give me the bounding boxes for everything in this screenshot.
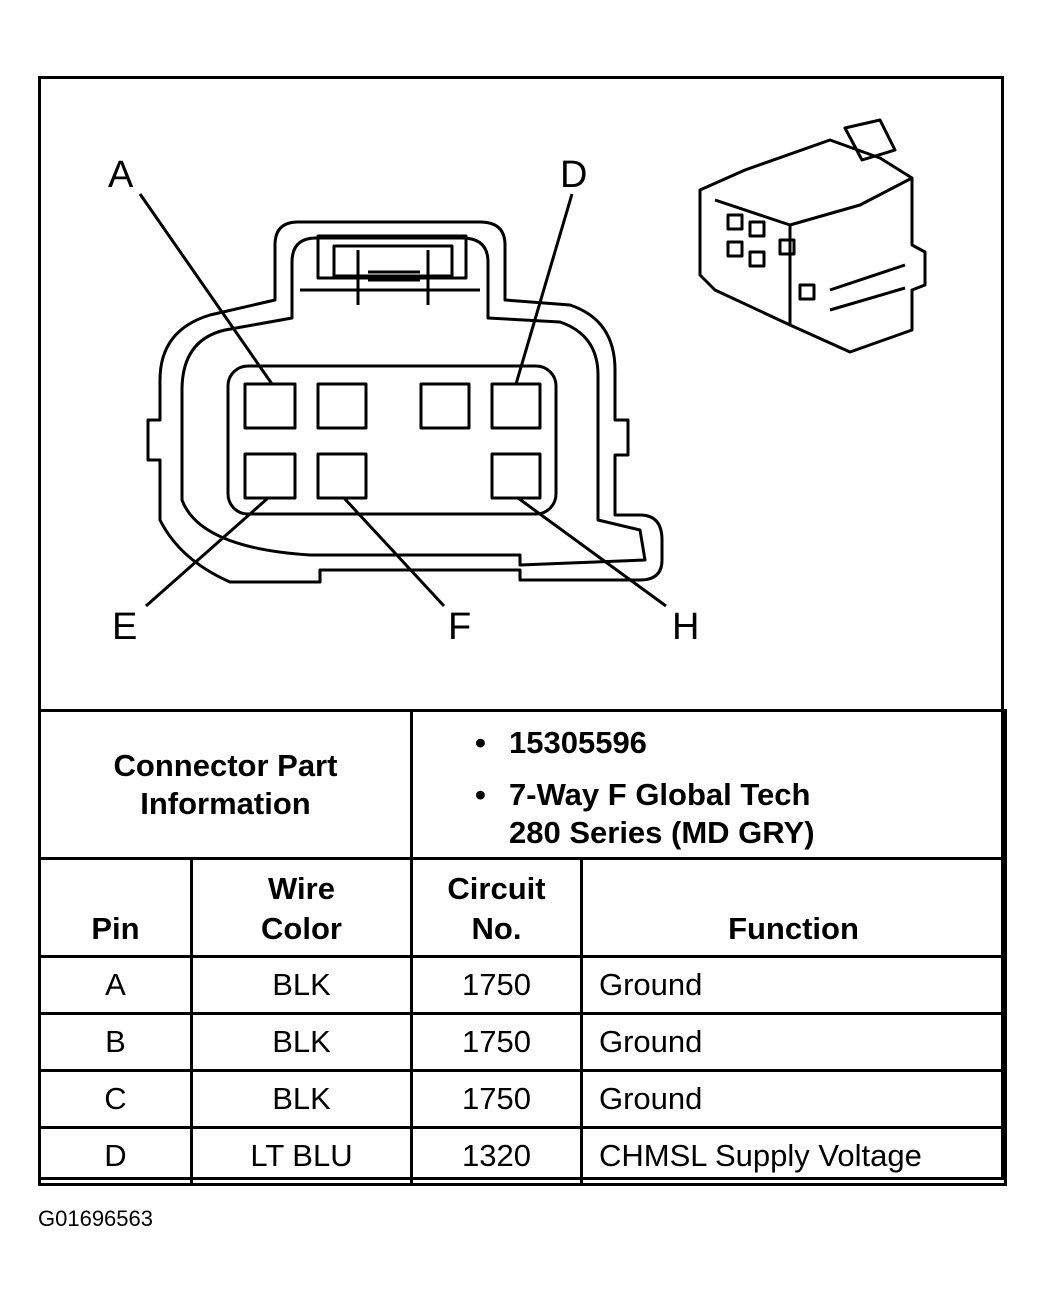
leader-a [138,193,274,385]
bullet-2: • [475,777,486,812]
leader-d [514,193,574,385]
bullet-1: • [475,725,486,760]
table-row: B BLK 1750 Ground [38,1012,1007,1072]
circuit-cell: 1750 [410,1069,583,1129]
leader-h [517,496,667,608]
pin-callout-h: H [672,606,700,648]
pin-cell: C [38,1069,193,1129]
description-1: 7-Way F Global Tech [509,777,811,812]
pin-cell: D [38,1126,193,1186]
function-cell: CHMSL Supply Voltage [580,1126,1007,1186]
connector-face-diagram [138,118,927,608]
pin-cell: B [38,1012,193,1072]
pin-cavity-b [316,382,368,430]
part-number: 15305596 [509,725,647,760]
part-number-line: • 15305596 [413,724,1004,762]
circuit-cell: 1750 [410,1012,583,1072]
latch-inner [332,244,454,278]
table-row: C BLK 1750 Ground [38,1069,1007,1129]
pin-callout-e: E [112,606,138,648]
connector-info-label: Connector Part Information [113,747,338,821]
figure-id: G01696563 [38,1206,153,1231]
wire-color-cell: BLK [190,1069,413,1129]
description-line: • 7-Way F Global Tech [413,776,1004,814]
cavity-border [226,364,558,516]
table-row: D LT BLU 1320 CHMSL Supply Voltage [38,1126,1007,1186]
circuit-cell: 1320 [410,1126,583,1186]
pin-cell: A [38,955,193,1015]
latch-detail [300,250,480,305]
pin-cavity-d [490,382,542,430]
pin-callout-a: A [108,154,134,196]
pin-cavity-a [243,382,297,430]
header-function: Function [580,857,1007,958]
pin-cavity-h [490,452,542,500]
circuit-cell: 1750 [410,955,583,1015]
function-cell: Ground [580,955,1007,1015]
leader-e [145,496,269,608]
latch-outer [316,234,468,280]
connector-outer-shell [146,220,664,584]
pin-cavity-c [419,382,471,430]
pin-callout-f: F [448,606,472,648]
connector-info-details-cell: • 15305596 • 7-Way F Global Tech 280 Serie… [410,709,1007,860]
leader-f [342,496,446,608]
header-pin: Pin [38,857,193,958]
wire-color-cell: LT BLU [190,1126,413,1186]
pin-cavity-f [316,452,368,500]
connector-isometric-view [698,118,927,354]
wire-color-cell: BLK [190,955,413,1015]
function-cell: Ground [580,1069,1007,1129]
pin-cavity-e [243,452,297,500]
description-line-2: 280 Series (MD GRY) [413,814,1004,852]
connector-inner-shell [180,236,647,567]
table-row: A BLK 1750 Ground [38,955,1007,1015]
function-cell: Ground [580,1012,1007,1072]
pin-callout-d: D [560,154,588,196]
wire-color-cell: BLK [190,1012,413,1072]
description-2: 280 Series (MD GRY) [509,815,815,850]
connector-info-label-cell: Connector Part Information [38,709,413,860]
connector-info-table: Connector Part Information • 15305596 • 7-… [38,709,1007,1186]
